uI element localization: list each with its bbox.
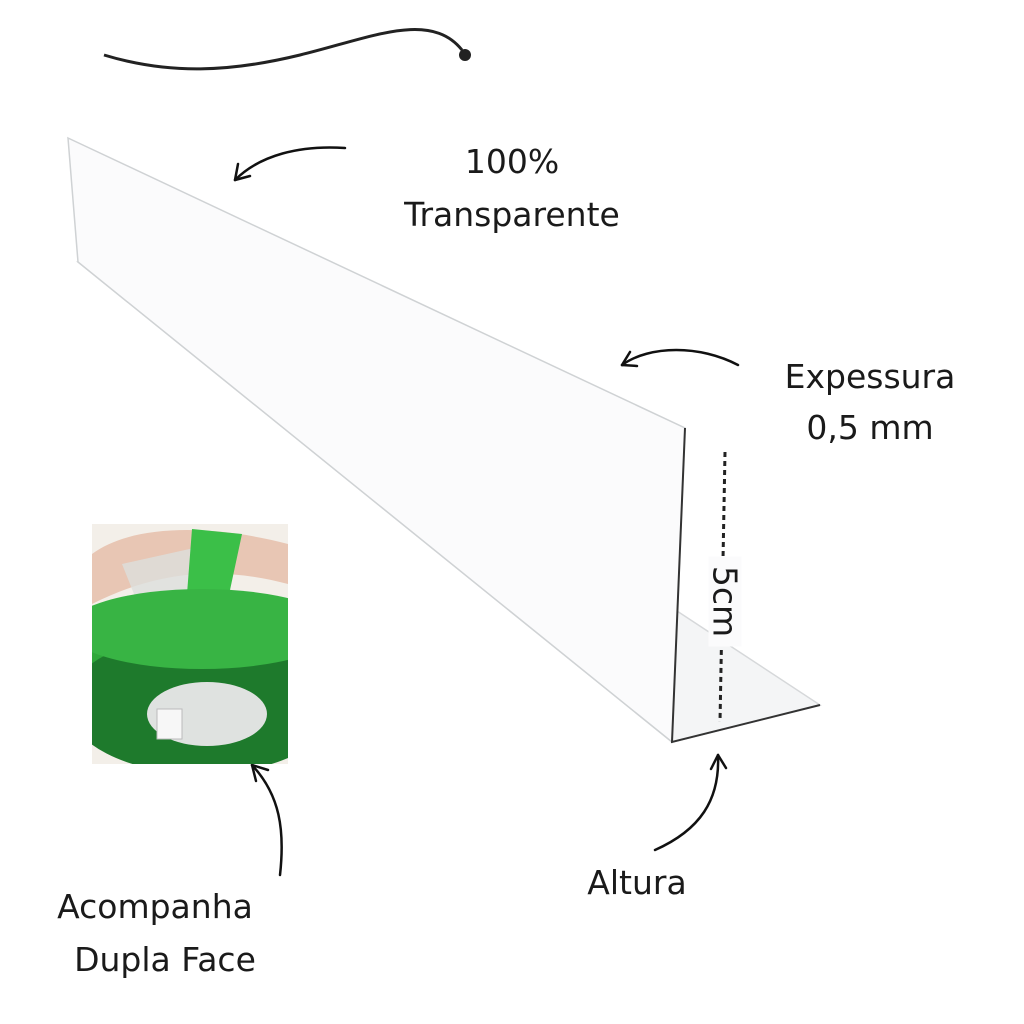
tape-label-line2: Dupla Face <box>74 940 256 979</box>
decorative-dot <box>459 49 471 61</box>
transparency-label: Transparente <box>404 195 620 234</box>
arrow-icon <box>620 348 740 368</box>
arrow-icon <box>233 146 347 182</box>
transparency-percent: 100% <box>464 142 560 181</box>
thickness-value: 0,5 mm <box>806 408 934 447</box>
arrow-icon <box>250 763 283 877</box>
double-sided-tape-photo <box>92 524 288 764</box>
height-label: Altura <box>587 863 687 902</box>
arrow-icon <box>653 753 728 852</box>
tape-label-line1: Acompanha <box>57 887 253 926</box>
decorative-swoosh <box>103 28 464 71</box>
height-value: 5cm <box>706 556 745 647</box>
thickness-label: Expessura <box>784 357 956 396</box>
